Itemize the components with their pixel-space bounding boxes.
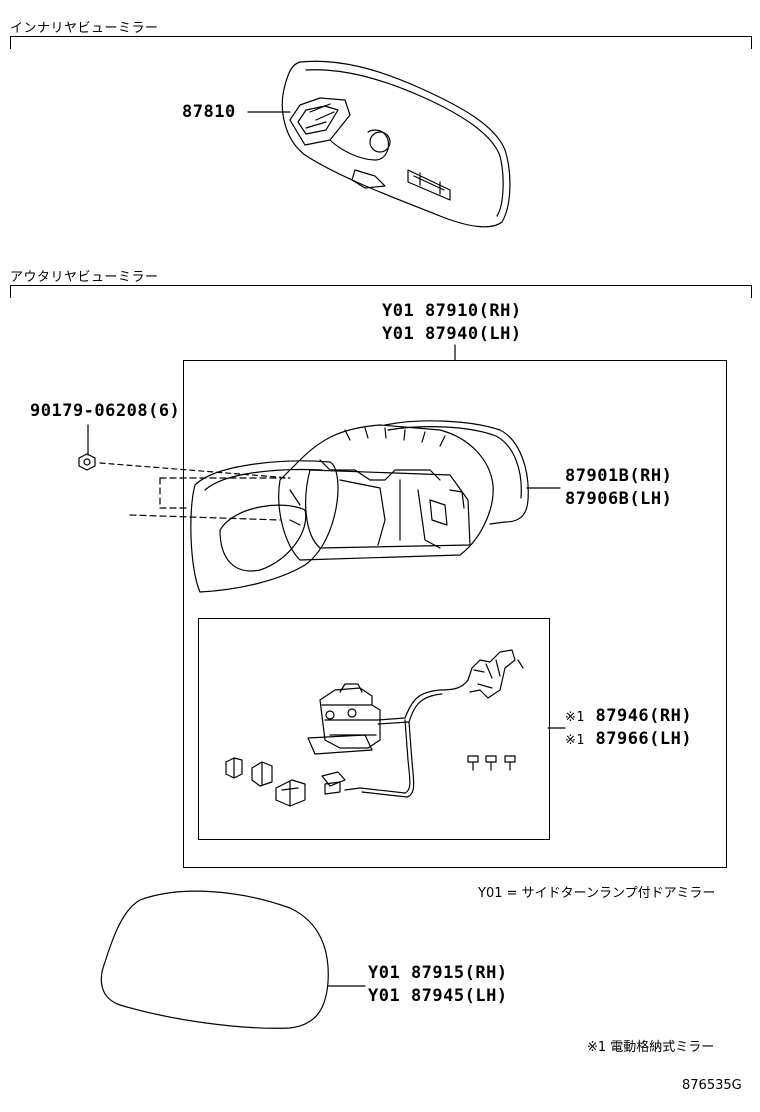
mirror-glass-drawing xyxy=(100,890,329,1029)
retractor-rh-mark: ※1 xyxy=(565,710,585,725)
retractor-rh-number: 87946(RH) xyxy=(595,706,693,726)
retractor-lh-mark: ※1 xyxy=(565,733,585,748)
label-87810: 87810 xyxy=(182,102,236,122)
outer-mirror-section-bracket xyxy=(10,285,752,298)
label-screw: 90179-06208(6) xyxy=(30,401,181,421)
mirror-housing-drawing xyxy=(129,424,494,593)
label-outer-assy-lh: Y01 87940(LH) xyxy=(382,324,522,344)
retractor-sub-box xyxy=(198,618,550,840)
retractor-lh-number: 87966(LH) xyxy=(595,729,693,749)
cover-drawing xyxy=(384,420,529,525)
label-glass-rh: Y01 87915(RH) xyxy=(368,963,508,983)
label-retractor-rh: ※1 87946(RH) xyxy=(565,705,692,729)
y01-note: Y01 = サイドターンランプ付ドアミラー xyxy=(478,886,716,901)
diagram-code: 876535G xyxy=(682,1078,742,1093)
inner-mirror-section-bracket xyxy=(10,36,752,49)
label-cover-rh: 87901B(RH) xyxy=(565,466,673,486)
label-retractor-lh: ※1 87966(LH) xyxy=(565,728,692,752)
outer-mirror-section-title: アウタリヤビューミラー xyxy=(10,270,159,285)
retractor-drawing xyxy=(225,649,524,807)
label-outer-assy-rh: Y01 87910(RH) xyxy=(382,301,522,321)
power-fold-note: ※1 電動格納式ミラー xyxy=(587,1040,715,1055)
screw-drawing xyxy=(78,424,96,471)
label-cover-lh: 87906B(LH) xyxy=(565,489,673,509)
inner-mirror-section-title: インナリヤビューミラー xyxy=(10,21,159,36)
inner-mirror-drawing xyxy=(281,60,511,228)
label-glass-lh: Y01 87945(LH) xyxy=(368,986,508,1006)
